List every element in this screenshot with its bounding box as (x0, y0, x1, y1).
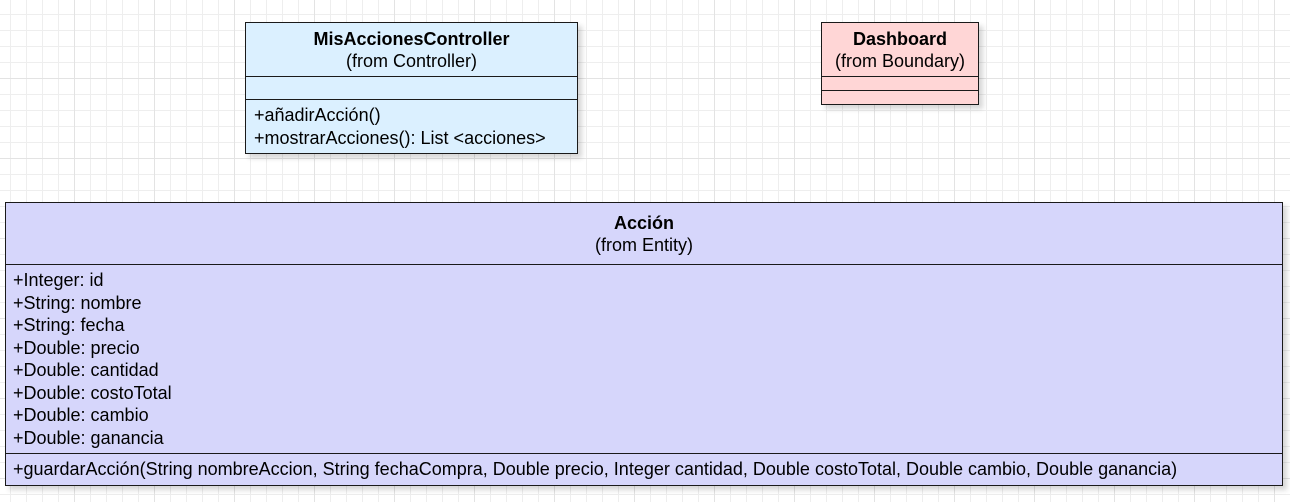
class-dashboard[interactable]: Dashboard (from Boundary) (821, 22, 979, 105)
class-name: Acción (613, 213, 674, 233)
operation: +mostrarAcciones(): List <acciones> (254, 127, 546, 148)
attribute: +Double: precio (13, 337, 140, 358)
attribute: +Double: ganancia (13, 427, 164, 448)
operation: +añadirAcción() (254, 105, 381, 125)
class-package: (from Controller) (345, 51, 478, 71)
operations-compartment: +añadirAcción() +mostrarAcciones(): List… (246, 100, 577, 153)
operations-compartment (822, 91, 978, 104)
attribute: +Double: costoTotal (13, 382, 172, 403)
attribute: +Double: cantidad (13, 360, 159, 380)
class-accion[interactable]: Acción (from Entity) +Integer: id +Strin… (5, 202, 1283, 486)
attribute: +Double: cambio (13, 405, 149, 425)
class-header: MisAccionesController (from Controller) (246, 23, 577, 77)
class-package: (from Boundary) (834, 51, 966, 71)
attributes-compartment: +Integer: id +String: nombre +String: fe… (6, 265, 1282, 454)
attribute: +String: fecha (13, 315, 125, 335)
class-name: Dashboard (852, 29, 948, 49)
class-header: Acción (from Entity) (6, 203, 1282, 265)
class-mis-acciones-controller[interactable]: MisAccionesController (from Controller) … (245, 22, 578, 154)
class-name: MisAccionesController (313, 29, 510, 49)
attribute: +Integer: id (13, 270, 104, 290)
operation: +guardarAcción(String nombreAccion, Stri… (13, 459, 1178, 479)
class-package: (from Entity) (594, 235, 693, 255)
attributes-compartment (822, 77, 978, 91)
attributes-compartment (246, 77, 577, 100)
attribute: +String: nombre (13, 292, 142, 313)
class-header: Dashboard (from Boundary) (822, 23, 978, 77)
operations-compartment: +guardarAcción(String nombreAccion, Stri… (6, 454, 1282, 485)
